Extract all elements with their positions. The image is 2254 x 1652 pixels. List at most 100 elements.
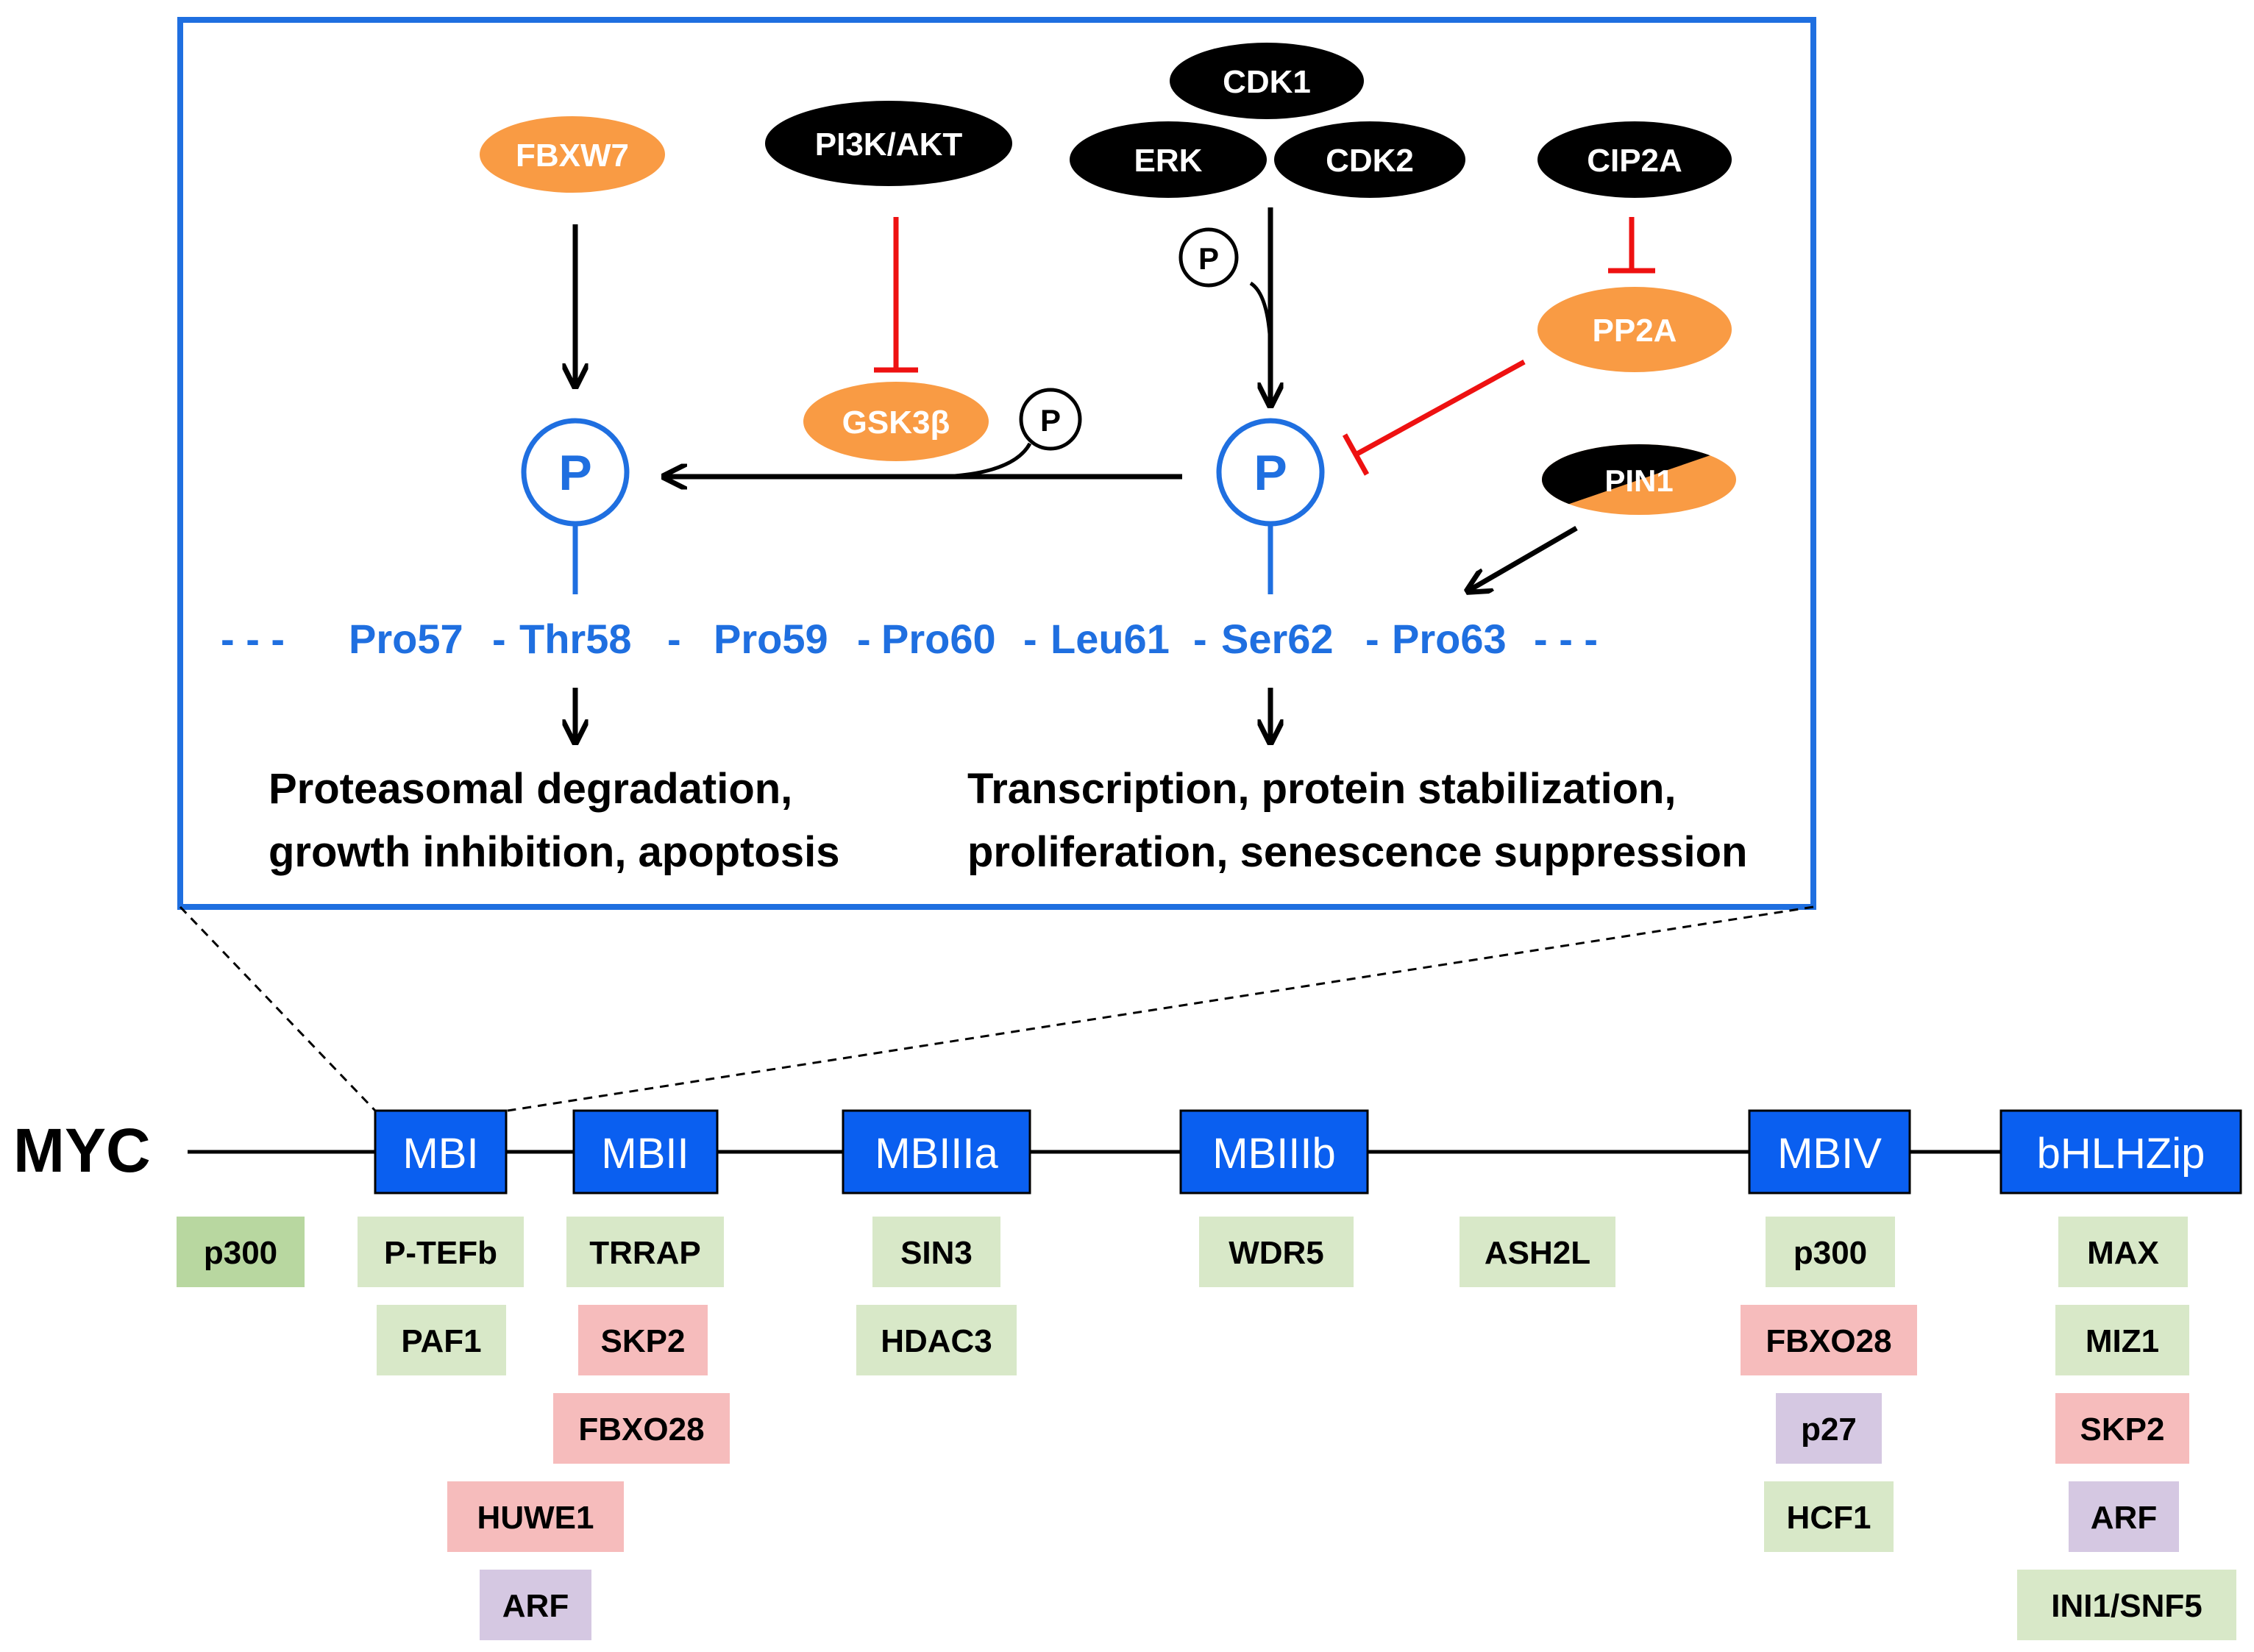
cdk2-label: CDK2 [1326,143,1414,179]
svg-text:MBII: MBII [601,1130,689,1178]
interactor-hcf1: HCF1 [1764,1481,1894,1552]
svg-text:P: P [1198,241,1219,276]
interactor-paf1: PAF1 [377,1305,506,1375]
pp2a-inhibition [1342,359,1526,476]
svg-text:MAX: MAX [2087,1235,2159,1271]
domain-mbiiia: MBIIIa [842,1109,1031,1195]
svg-text:ARF: ARF [2091,1500,2157,1536]
zoom-box [177,17,1816,910]
gsk3b-label: GSK3β [842,405,950,441]
svg-text:INI1/SNF5: INI1/SNF5 [2051,1588,2202,1624]
interactor-trrap: TRRAP [566,1217,724,1287]
fbxw7-node: FBXW7 [480,116,665,193]
thr58-outcome-line1: Proteasomal degradation, [269,765,792,813]
interactor-hdac3: HDAC3 [856,1305,1017,1375]
svg-text:P: P [1254,445,1287,501]
svg-text:HDAC3: HDAC3 [881,1323,992,1359]
interactor-huwe1: HUWE1 [447,1481,624,1552]
interactor-arf-bhlhzip: ARF [2069,1481,2179,1552]
phospho-circle-cdk: P [1178,227,1239,288]
interactor-skp2-bhlhzip: SKP2 [2055,1393,2189,1464]
ser62-outcome-line2: proliferation, senescence suppression [967,828,1747,876]
myc-label: MYC [13,1116,151,1185]
svg-text:HCF1: HCF1 [1787,1500,1871,1536]
interactor-ptefb: P-TEFb [358,1217,524,1287]
thr58-outcome-line2: growth inhibition, apoptosis [269,828,839,876]
interactor-wdr5: WDR5 [1199,1217,1354,1287]
interactor-ini1-snf5: INI1/SNF5 [2017,1570,2236,1640]
seq-lead-dashes: - - - [221,616,285,662]
erk-node: ERK [1070,121,1267,198]
ser62-phospho: P [1216,418,1325,594]
pp2a-label: PP2A [1593,313,1677,349]
seq-sep-3: - [857,616,871,662]
zoom-line-left [179,905,377,1112]
seq-sep-4: - [1023,616,1037,662]
interactor-skp2-mbii: SKP2 [578,1305,708,1375]
interactor-p300-mbiv: p300 [1766,1217,1895,1287]
pi3k-akt-label: PI3K/AKT [815,127,963,163]
svg-text:HUWE1: HUWE1 [477,1500,594,1536]
cdk2-node: CDK2 [1274,121,1465,198]
domain-mbiiib: MBIIIb [1179,1109,1369,1195]
seq-leu61: Leu61 [1050,616,1170,662]
seq-pro63: Pro63 [1392,616,1507,662]
sequence: - - - Pro57 - Thr58 - Pro59 - Pro60 - Le… [221,616,1598,662]
pp2a-node: PP2A [1537,287,1732,372]
seq-sep-5: - [1193,616,1207,662]
svg-text:WDR5: WDR5 [1229,1235,1324,1271]
thr58-phospho: P [521,418,630,594]
erk-label: ERK [1134,143,1203,179]
interactor-fbxo28-mbii: FBXO28 [553,1393,730,1464]
cdk1-label: CDK1 [1223,64,1311,100]
pi3k-inhibition [874,217,918,373]
domain-mbi: MBI [374,1109,508,1195]
interactor-arf-mbii: ARF [480,1570,591,1640]
ser62-outcome-line1: Transcription, protein stabilization, [967,765,1677,813]
svg-text:SKP2: SKP2 [601,1323,686,1359]
seq-trail-dashes: - - - [1534,616,1598,662]
svg-text:P: P [558,445,591,501]
seq-sep-1: - [492,616,506,662]
svg-text:bHLHZip: bHLHZip [2037,1130,2205,1178]
cdk1-node: CDK1 [1170,43,1364,119]
seq-sep-6: - [1365,616,1379,662]
fbxw7-label: FBXW7 [516,138,629,174]
svg-text:MIZ1: MIZ1 [2086,1323,2159,1359]
interactor-fbxo28-mbiv: FBXO28 [1741,1305,1917,1375]
interactor-max: MAX [2058,1217,2188,1287]
seq-pro59: Pro59 [714,616,828,662]
pin1-node: PIN1 [1542,444,1736,515]
gsk3b-node: GSK3β [803,382,989,461]
svg-text:FBXO28: FBXO28 [1766,1323,1891,1359]
seq-pro60: Pro60 [881,616,996,662]
pi3k-akt-node: PI3K/AKT [765,101,1012,186]
seq-thr58: Thr58 [519,616,632,662]
svg-text:FBXO28: FBXO28 [578,1411,704,1448]
cip2a-label: CIP2A [1587,143,1682,179]
svg-text:TRRAP: TRRAP [589,1235,701,1271]
svg-text:MBIIIa: MBIIIa [875,1130,998,1178]
svg-text:MBIV: MBIV [1777,1130,1882,1178]
svg-text:ASH2L: ASH2L [1485,1235,1590,1271]
cip2a-node: CIP2A [1537,121,1732,198]
cip2a-inhibition [1608,217,1655,274]
interactor-sin3: SIN3 [872,1217,1000,1287]
pin1-arrow [1470,525,1578,590]
seq-sep-2: - [667,616,681,662]
zoom-line-right [507,905,1814,1112]
pin1-label: PIN1 [1604,463,1673,498]
svg-text:SKP2: SKP2 [2080,1411,2165,1448]
svg-text:p300: p300 [1793,1235,1867,1271]
domain-bhlhzip: bHLHZip [1999,1109,2242,1195]
svg-text:PAF1: PAF1 [401,1323,481,1359]
cdk-phospho-curve [1249,281,1273,346]
interactor-ash2l: ASH2L [1460,1217,1615,1287]
svg-text:ARF: ARF [502,1588,569,1624]
svg-text:SIN3: SIN3 [900,1235,973,1271]
interactor-miz1: MIZ1 [2055,1305,2189,1375]
svg-text:P-TEFb: P-TEFb [384,1235,497,1271]
domain-mbii: MBII [572,1109,719,1195]
svg-text:p300: p300 [204,1235,277,1271]
